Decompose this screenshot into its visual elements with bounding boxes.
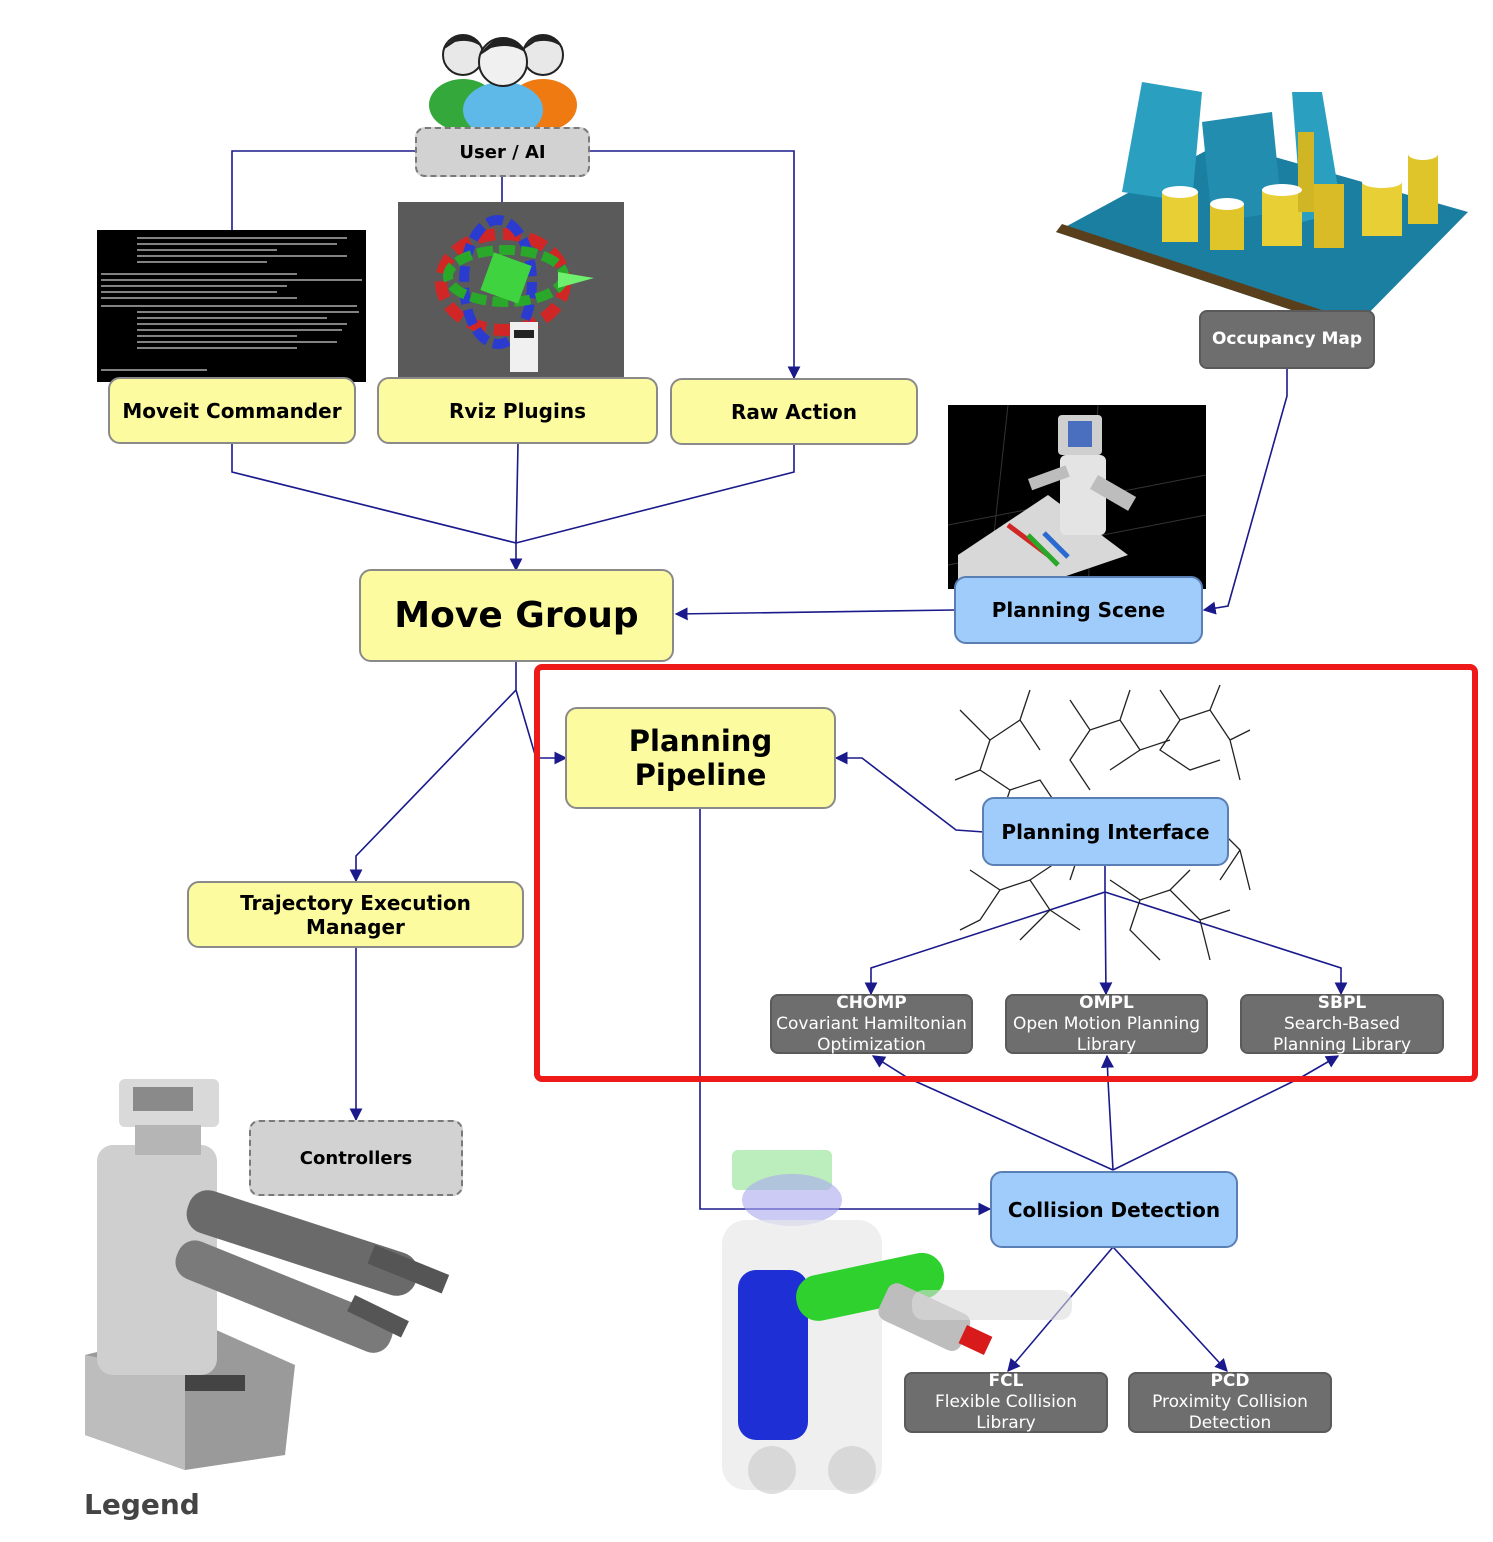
edge-collision-pcd [1112,1246,1228,1372]
collision-robot-image [722,1150,1072,1494]
chomp-node[interactable]: CHOMP Covariant Hamiltonian Optimization [770,992,973,1055]
edge-interface-pipeline [834,751,985,833]
moveit-commander-label: Moveit Commander [122,398,342,423]
sbpl-line2: Planning Library [1272,1034,1412,1055]
edge-interface-chomp [864,866,1106,996]
planning-scene-image [948,405,1206,589]
user-ai-node[interactable]: User / AI [415,127,590,177]
collision-detection-label: Collision Detection [1007,1197,1221,1222]
planning-pipeline-node[interactable]: Planning Pipeline [565,707,836,809]
terminal-screenshot [97,230,366,382]
edge-occ-scene [1202,368,1288,615]
chomp-line1: Covariant Hamiltonian [776,1013,967,1034]
rviz-marker-image [398,202,624,380]
pcd-node[interactable]: PCD Proximity Collision Detection [1128,1371,1332,1433]
edge-interface-ompl [1099,891,1113,996]
planning-pipeline-highlight-box [534,664,1478,1082]
edge-scene-move [674,607,955,621]
trajectory-execution-manager-node[interactable]: Trajectory Execution Manager [187,881,524,948]
chomp-line2: Optimization [817,1034,926,1055]
edge-rviz-move [515,443,519,544]
ompl-line1: Open Motion Planning [1012,1013,1201,1034]
pcd-line1: Proximity Collision [1152,1392,1308,1412]
controllers-node[interactable]: Controllers [249,1120,463,1196]
octomap-image [1056,82,1468,330]
collision-detection-node[interactable]: Collision Detection [990,1171,1238,1248]
fcl-title: FCL [988,1371,1024,1391]
move-group-node[interactable]: Move Group [359,569,674,662]
user-ai-label: User / AI [459,141,546,163]
controllers-label: Controllers [299,1147,413,1169]
rviz-plugins-label: Rviz Plugins [449,398,586,423]
planning-interface-node[interactable]: Planning Interface [982,797,1229,866]
fcl-line2: Library [976,1413,1036,1433]
move-group-label: Move Group [394,595,639,636]
legend-label: Legend [84,1488,200,1521]
edge-raw-move [515,445,795,544]
planning-pipeline-label: Planning Pipeline [628,724,773,792]
fcl-node[interactable]: FCL Flexible Collision Library [904,1371,1108,1433]
users-icon [429,34,577,130]
edge-move-traj [349,689,517,883]
rrt-tree-image [954,684,1251,961]
occupancy-map-node[interactable]: Occupancy Map [1199,310,1375,369]
rviz-plugins-node[interactable]: Rviz Plugins [377,377,658,444]
raw-action-node[interactable]: Raw Action [670,378,918,445]
planning-scene-node[interactable]: Planning Scene [954,576,1203,644]
edge-user-commander [231,150,416,232]
ompl-node[interactable]: OMPL Open Motion Planning Library [1005,992,1208,1055]
edge-pipeline-collision [699,809,992,1216]
occupancy-map-label: Occupancy Map [1211,329,1363,349]
raw-action-label: Raw Action [730,399,858,424]
planning-scene-label: Planning Scene [991,598,1166,622]
edge-interface-sbpl [1104,891,1348,996]
ompl-line2: Library [1076,1034,1137,1055]
pcd-title: PCD [1210,1371,1250,1391]
ompl-title: OMPL [1079,992,1134,1013]
pr2-robot-image [85,1079,450,1470]
edge-move-pipeline [515,662,568,765]
edge-user-raw [590,150,801,380]
moveit-commander-node[interactable]: Moveit Commander [108,377,356,444]
sbpl-title: SBPL [1317,992,1367,1013]
sbpl-node[interactable]: SBPL Search-Based Planning Library [1240,992,1444,1055]
chomp-title: CHOMP [836,992,907,1013]
pcd-line2: Detection [1188,1413,1272,1433]
edge-commander-move [231,444,517,544]
trajectory-execution-manager-label: Trajectory Execution Manager [240,890,471,939]
sbpl-line1: Search-Based [1283,1013,1401,1034]
fcl-line1: Flexible Collision [934,1392,1078,1412]
planning-interface-label: Planning Interface [1001,819,1210,844]
